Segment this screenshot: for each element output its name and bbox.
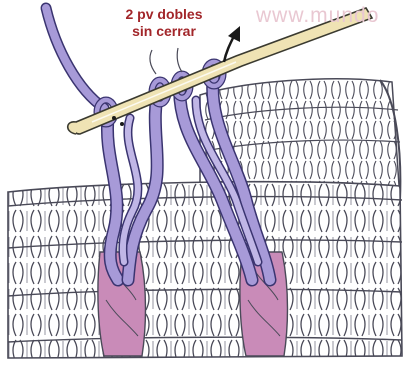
annotation-line-1: 2 pv dobles xyxy=(104,6,224,23)
fabric-block xyxy=(8,182,402,358)
front-post-left xyxy=(98,252,146,356)
stitch-annotation: 2 pv dobles sin cerrar xyxy=(104,6,224,40)
watermark-text: www.mundo xyxy=(256,4,379,28)
working-yarn xyxy=(46,8,104,108)
annotation-pointers xyxy=(150,48,182,74)
annotation-line-2: sin cerrar xyxy=(104,23,224,40)
